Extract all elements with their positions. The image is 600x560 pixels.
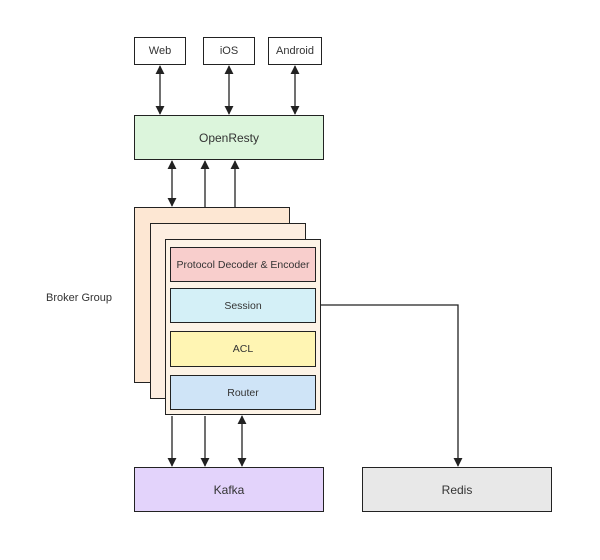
client-android-box: Android xyxy=(268,37,322,65)
kafka-label: Kafka xyxy=(213,482,245,497)
session-label: Session xyxy=(224,299,262,312)
broker-instance-front: Protocol Decoder & Encoder Session ACL R… xyxy=(165,239,321,415)
session-layer: Session xyxy=(170,288,316,323)
router-label: Router xyxy=(227,386,259,399)
client-ios-label: iOS xyxy=(219,45,239,57)
session-redis-arrow xyxy=(316,304,463,467)
broker-group-label: Broker Group xyxy=(46,292,113,304)
client-ios-box: iOS xyxy=(203,37,255,65)
redis-box: Redis xyxy=(362,467,552,512)
client-web-label: Web xyxy=(148,45,172,57)
protocol-codec-label: Protocol Decoder & Encoder xyxy=(176,258,310,271)
client-web-box: Web xyxy=(134,37,186,65)
openresty-label: OpenResty xyxy=(198,130,260,145)
redis-label: Redis xyxy=(441,482,473,497)
protocol-codec-layer: Protocol Decoder & Encoder xyxy=(170,247,316,282)
kafka-box: Kafka xyxy=(134,467,324,512)
openresty-box: OpenResty xyxy=(134,115,324,160)
acl-layer: ACL xyxy=(170,331,316,367)
client-android-label: Android xyxy=(276,45,314,57)
acl-label: ACL xyxy=(232,343,254,355)
router-layer: Router xyxy=(170,375,316,410)
